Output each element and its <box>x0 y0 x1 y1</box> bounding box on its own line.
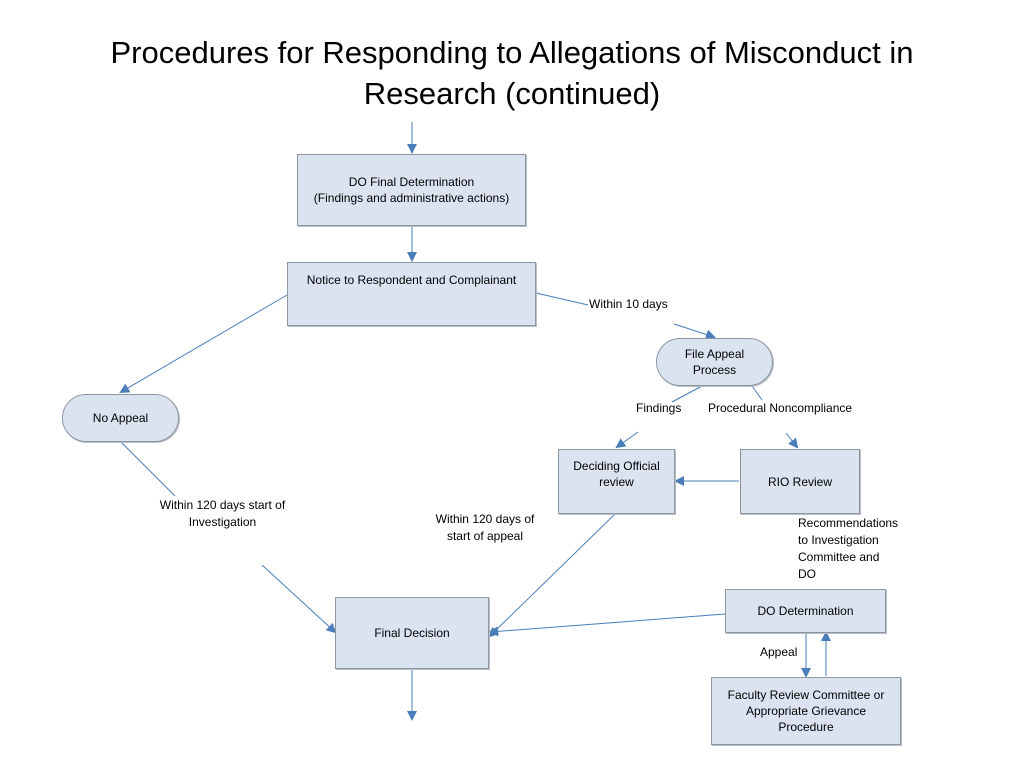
node-faculty-line2: Appropriate Grievance <box>745 704 867 718</box>
label-within-10-days-text: Within 10 days <box>589 297 668 311</box>
node-do-final-determination: DO Final Determination (Findings and adm… <box>297 154 526 226</box>
node-final-decision: Final Decision <box>335 597 489 669</box>
node-deciding-official: Deciding Official review <box>558 449 675 514</box>
connector-within120-to-final <box>261 564 337 634</box>
node-do-determination: DO Determination <box>725 589 886 633</box>
node-rio-label: RIO Review <box>767 474 832 489</box>
label-within-120-appeal-line1: Within 120 days of <box>435 512 535 526</box>
label-appeal: Appeal <box>760 644 797 661</box>
label-findings: Findings <box>636 400 681 417</box>
label-findings-text: Findings <box>636 401 682 415</box>
node-deciding-line2: review <box>599 474 634 489</box>
node-final-decision-label: Final Decision <box>374 626 450 640</box>
node-no-appeal-label: No Appeal <box>92 411 149 425</box>
label-within-10-days: Within 10 days <box>589 296 668 313</box>
label-recommendations-line2: to Investigation <box>798 533 879 547</box>
label-recommendations: Recommendations to Investigation Committ… <box>798 515 898 583</box>
node-file-appeal: File Appeal Process <box>656 338 773 386</box>
label-within-120-inv-line1: Within 120 days start of <box>159 498 286 512</box>
label-within-120-inv-line2: Investigation <box>188 515 257 529</box>
page-title: Procedures for Responding to Allegations… <box>40 32 984 114</box>
connector-procedural-to-rio <box>785 432 799 449</box>
node-file-appeal-line2: Process <box>692 363 737 377</box>
connector-file-appeal-to-procedural <box>751 385 763 401</box>
connector-no-appeal-to-within120 <box>120 441 176 497</box>
connector-notice-to-no-appeal <box>119 294 288 394</box>
label-recommendations-line4: DO <box>798 567 816 581</box>
node-do-final-line2: (Findings and administrative actions) <box>313 191 510 205</box>
label-procedural-noncompliance: Procedural Noncompliance <box>708 400 852 417</box>
connector-notice-to-within10 <box>535 292 589 306</box>
connector-file-appeal-to-findings <box>671 385 703 403</box>
label-appeal-text: Appeal <box>760 645 798 659</box>
title-line-1: Procedures for Responding to Allegations… <box>110 35 914 70</box>
node-rio-review: RIO Review <box>740 449 860 514</box>
connector-findings-to-deciding <box>615 431 639 449</box>
node-file-appeal-line1: File Appeal <box>684 347 745 361</box>
connector-do-det-to-final <box>488 613 726 637</box>
label-within-120-appeal-line2: start of appeal <box>446 529 524 543</box>
node-notice-label: Notice to Respondent and Complainant <box>306 273 517 287</box>
label-within-120-appeal: Within 120 days of start of appeal <box>425 511 545 545</box>
connector-within10-to-file-appeal <box>673 323 716 340</box>
connector-deciding-to-final <box>488 513 616 638</box>
node-faculty-review: Faculty Review Committee or Appropriate … <box>711 677 901 745</box>
title-line-2: Research (continued) <box>363 76 661 111</box>
node-do-determination-label: DO Determination <box>757 604 854 618</box>
node-faculty-line3: Procedure <box>778 720 834 734</box>
label-recommendations-line3: Committee and <box>798 550 880 564</box>
node-notice: Notice to Respondent and Complainant <box>287 262 536 326</box>
node-deciding-line1: Deciding Official <box>573 458 660 473</box>
node-do-final-line1: DO Final Determination <box>348 175 475 189</box>
node-no-appeal: No Appeal <box>62 394 179 442</box>
label-procedural-text: Procedural Noncompliance <box>708 401 853 415</box>
node-faculty-line1: Faculty Review Committee or <box>727 688 885 702</box>
label-within-120-investigation: Within 120 days start of Investigation <box>150 497 295 531</box>
label-recommendations-line1: Recommendations <box>798 516 899 530</box>
